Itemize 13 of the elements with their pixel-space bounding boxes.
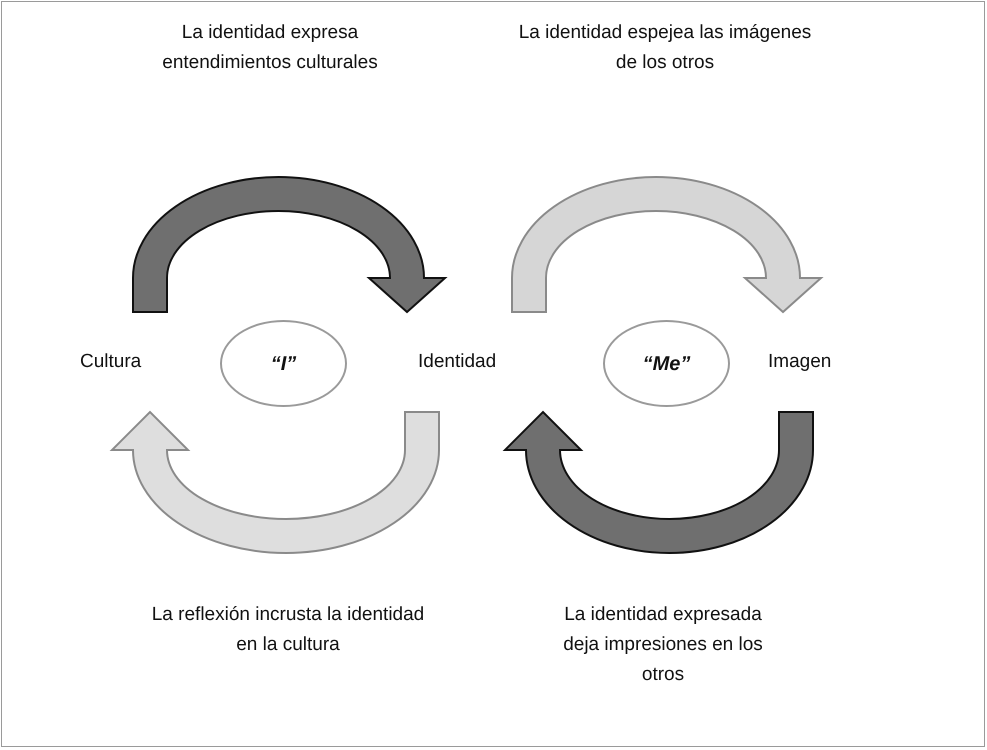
caption-text: La identidad espejea las imágenes de los otros — [518, 21, 812, 75]
ellipse-label: “I” — [270, 352, 296, 376]
node-label: Identidad — [418, 350, 496, 374]
curved-arrow — [111, 411, 440, 554]
node-label: Imagen — [768, 350, 832, 374]
caption-text: La reflexión incrusta la identidad en la cultura — [150, 603, 426, 657]
ellipse-label: “Me” — [642, 352, 690, 376]
curved-arrow — [132, 176, 446, 313]
caption-text: La identidad expresa entendimientos culturales — [161, 21, 379, 75]
caption-text: La identidad expresada deja impresiones en los otros — [562, 603, 764, 687]
curved-arrow — [511, 176, 822, 313]
node-label: Cultura — [80, 350, 142, 374]
curved-arrow — [504, 411, 814, 554]
